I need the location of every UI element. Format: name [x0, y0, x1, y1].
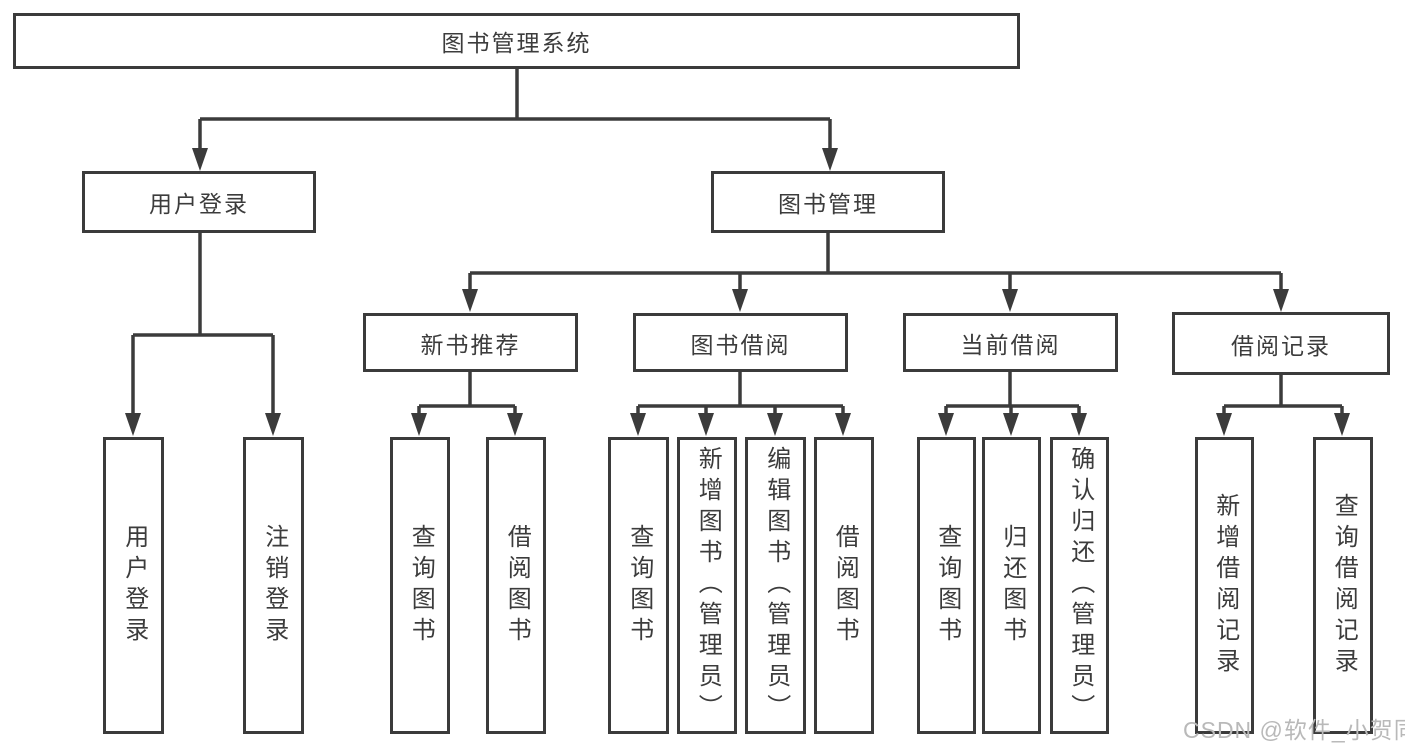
node-new-book-recommend: 新书推荐 — [363, 313, 578, 372]
leaf-logout-login: 注销登录 — [243, 437, 304, 734]
arrow-down-icon — [630, 413, 646, 436]
arrow-down-icon — [125, 413, 141, 436]
arrow-down-icon — [1003, 413, 1019, 436]
leaf-query-borrow-record: 查询借阅记录 — [1313, 437, 1373, 734]
leaf-add-books-admin: 新增图书（管理员） — [677, 437, 737, 734]
arrow-down-icon — [698, 413, 714, 436]
csdn-watermark: CSDN @软件_小贺同学 — [1183, 717, 1405, 743]
arrow-down-icon — [265, 413, 281, 436]
node-root-system: 图书管理系统 — [13, 13, 1020, 69]
arrow-down-icon — [1071, 413, 1087, 436]
leaf-return-books: 归还图书 — [982, 437, 1041, 734]
arrow-down-icon — [835, 413, 851, 436]
leaf-query-books-2: 查询图书 — [608, 437, 669, 734]
arrow-down-icon — [411, 413, 427, 436]
leaf-borrow-books-1: 借阅图书 — [486, 437, 546, 734]
connector-book-borrowing-to-leaves — [630, 371, 851, 436]
leaf-query-books-3: 查询图书 — [917, 437, 976, 734]
arrow-down-icon — [767, 413, 783, 436]
arrow-down-icon — [462, 289, 478, 312]
connector-root-to-level2 — [192, 68, 838, 171]
arrow-down-icon — [1216, 413, 1232, 436]
arrow-down-icon — [507, 413, 523, 436]
leaf-edit-books-admin: 编辑图书（管理员） — [745, 437, 806, 734]
arrow-down-icon — [1334, 413, 1350, 436]
arrow-down-icon — [1273, 289, 1289, 312]
node-book-borrowing: 图书借阅 — [633, 313, 848, 372]
leaf-confirm-return-admin: 确认归还（管理员） — [1050, 437, 1109, 734]
connector-current-borrowing-to-leaves — [938, 371, 1087, 436]
node-book-management: 图书管理 — [711, 171, 945, 233]
leaf-query-books-1: 查询图书 — [390, 437, 450, 734]
arrow-down-icon — [822, 148, 838, 171]
leaf-add-borrow-record: 新增借阅记录 — [1195, 437, 1254, 734]
arrow-down-icon — [732, 289, 748, 312]
leaf-user-login: 用户登录 — [103, 437, 164, 734]
connector-borrowing-records-to-leaves — [1216, 374, 1350, 436]
arrow-down-icon — [938, 413, 954, 436]
connector-book-mgmt-to-level3 — [462, 233, 1289, 312]
arrow-down-icon — [192, 148, 208, 171]
leaf-borrow-books-2: 借阅图书 — [814, 437, 874, 734]
node-current-borrowing: 当前借阅 — [903, 313, 1118, 372]
connector-new-book-rec-to-leaves — [411, 371, 523, 436]
connector-user-login-to-leaves — [125, 233, 281, 436]
node-user-login: 用户登录 — [82, 171, 316, 233]
arrow-down-icon — [1002, 289, 1018, 312]
node-borrowing-records: 借阅记录 — [1172, 312, 1390, 375]
